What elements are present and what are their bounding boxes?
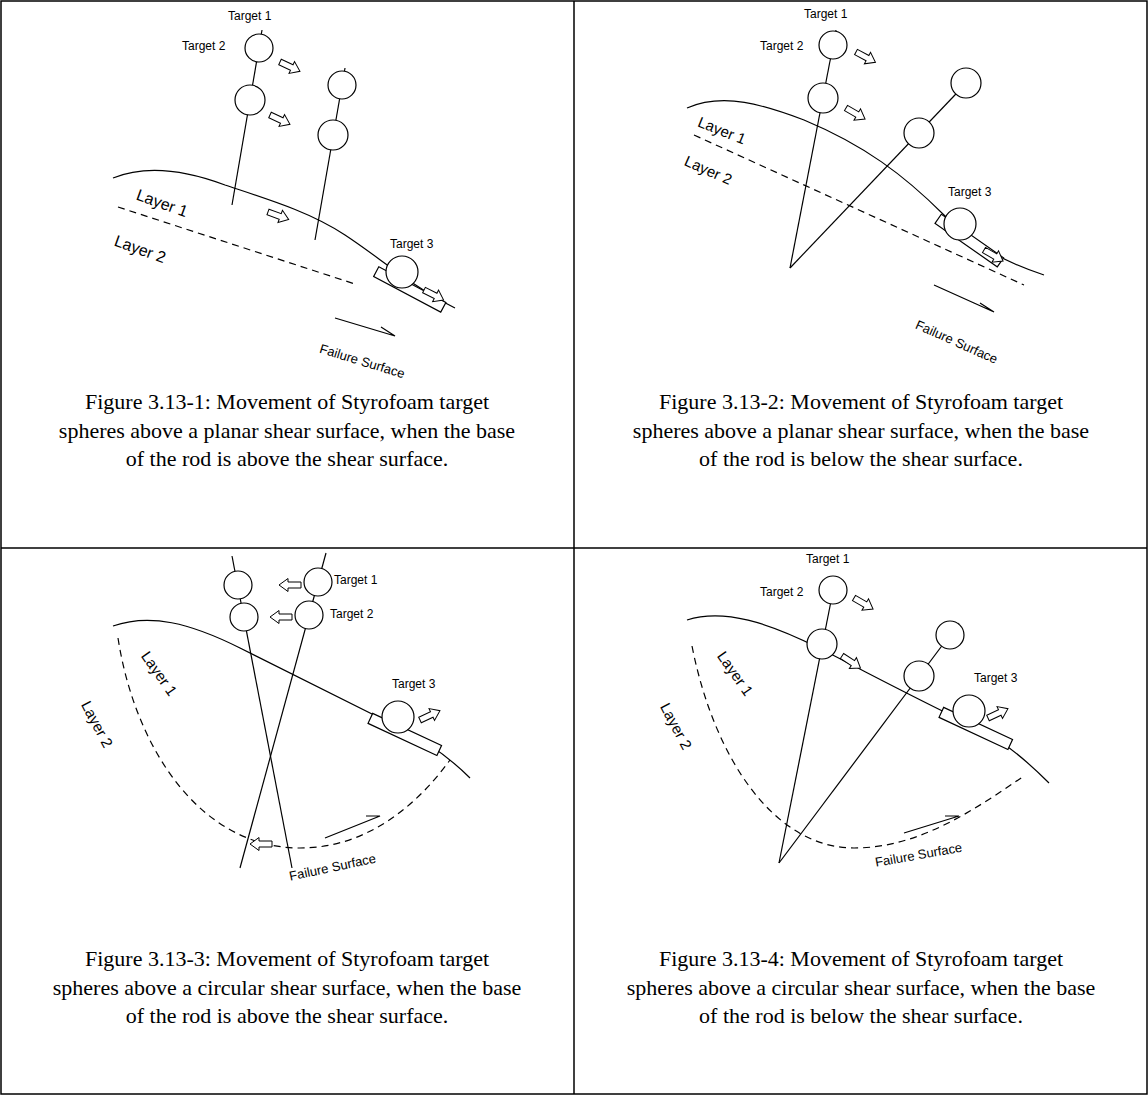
target-label: Target 1 [804, 8, 847, 22]
circular-rod-above [113, 553, 470, 868]
planar-rod-below [687, 30, 1044, 312]
layer-label: Layer 2 [657, 700, 696, 752]
target-label: Target 3 [392, 678, 435, 692]
failure-surface-label: Failure Surface [913, 318, 1000, 368]
layer-label: Layer 2 [78, 698, 117, 750]
layer-label: Layer 2 [682, 152, 735, 188]
target-label: Target 2 [760, 586, 803, 600]
failure-surface-label: Failure Surface [288, 852, 377, 885]
planar-rod-above [113, 30, 455, 336]
layer-label: Layer 1 [134, 186, 190, 222]
target-label: Target 1 [228, 10, 271, 24]
target-label: Target 1 [806, 553, 849, 567]
figure-caption: Figure 3.13-3: Movement of Styrofoam tar… [52, 945, 522, 1031]
layer-label: Layer 1 [696, 113, 749, 148]
circular-rod-below [687, 576, 1049, 863]
figure-caption: Figure 3.13-4: Movement of Styrofoam tar… [626, 945, 1096, 1031]
target-label: Target 2 [760, 40, 803, 54]
target-label: Target 3 [390, 238, 433, 252]
failure-surface-label: Failure Surface [318, 342, 407, 382]
layer-label: Layer 1 [138, 648, 181, 699]
figure-caption: Figure 3.13-1: Movement of Styrofoam tar… [52, 388, 522, 474]
figure-caption: Figure 3.13-2: Movement of Styrofoam tar… [626, 388, 1096, 474]
target-label: Target 1 [334, 574, 377, 588]
layer-label: Layer 2 [112, 232, 168, 268]
target-label: Target 2 [182, 40, 225, 54]
target-label: Target 2 [330, 608, 373, 622]
layer-label: Layer 1 [714, 648, 757, 699]
target-label: Target 3 [948, 186, 991, 200]
target-label: Target 3 [974, 672, 1017, 686]
